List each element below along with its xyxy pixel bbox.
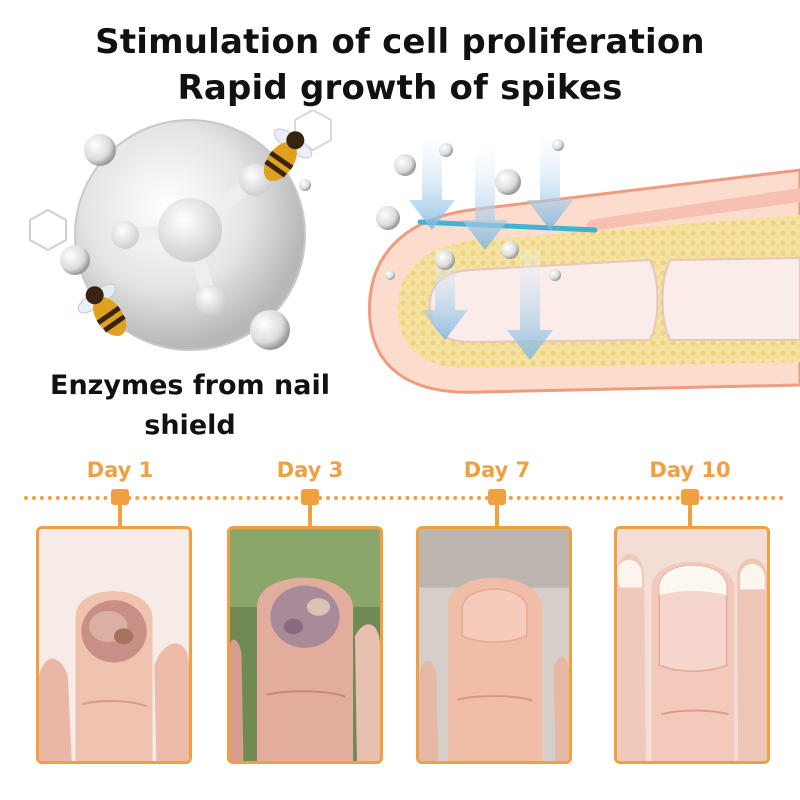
timeline-day-1-label: Day 1 (86, 458, 154, 482)
enzymes-caption: Enzymes from nail shield (50, 370, 330, 441)
timeline-marker (111, 489, 129, 505)
timeline-dotted-line (24, 496, 784, 500)
timeline-day-10-label: Day 10 (649, 458, 731, 482)
day-10-nail-photo (614, 526, 770, 764)
timeline-day-7-label: Day 7 (463, 458, 531, 482)
day-7-nail-photo (416, 526, 572, 764)
timeline-connector (688, 504, 692, 526)
timeline-marker (301, 489, 319, 505)
day-3-nail-photo (227, 526, 383, 764)
timeline-day-3-label: Day 3 (276, 458, 344, 482)
headline-line-2: Rapid growth of spikes (177, 68, 623, 108)
molecule-sphere-illustration (29, 110, 332, 351)
bee-icon (77, 283, 127, 337)
timeline-marker (488, 489, 506, 505)
finger-cross-section-illustration (368, 139, 800, 394)
timeline-connector (118, 504, 122, 526)
headline-line-1: Stimulation of cell proliferation (95, 22, 705, 62)
timeline-connector (495, 504, 499, 526)
timeline-connector (308, 504, 312, 526)
timeline-marker (681, 489, 699, 505)
day-1-nail-photo (36, 526, 192, 764)
bee-icon (263, 128, 313, 182)
